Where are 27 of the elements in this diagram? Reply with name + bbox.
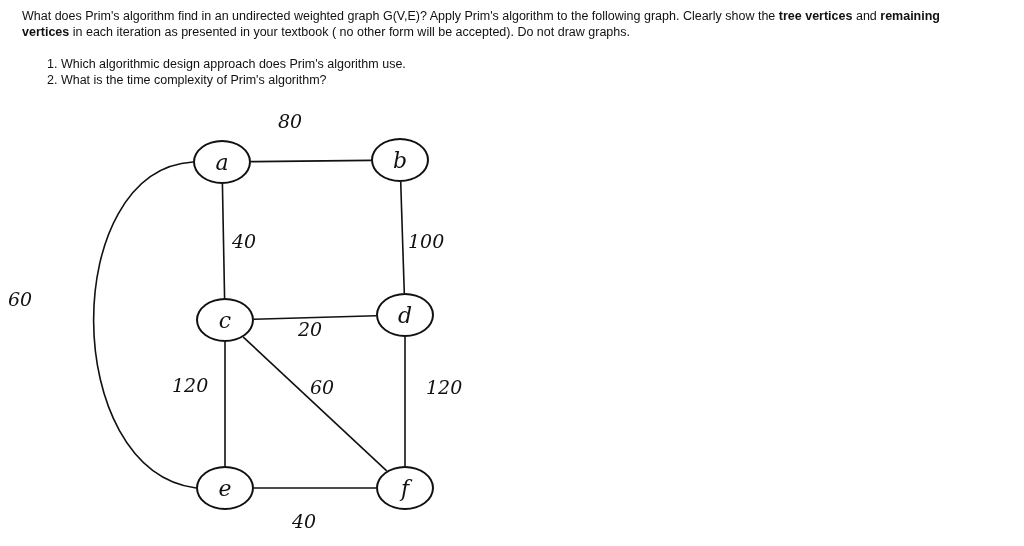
graph-edge xyxy=(92,161,197,489)
graph-edge xyxy=(404,336,406,467)
edge-weight: 100 xyxy=(408,230,445,252)
graph-edge xyxy=(399,181,406,294)
edge-weight: 120 xyxy=(172,374,209,396)
vertex-circle: f xyxy=(376,466,434,510)
graph-edge xyxy=(253,315,377,320)
vertex-circle: c xyxy=(196,298,254,342)
vertex-circle: a xyxy=(193,140,251,184)
edge-weight: 120 xyxy=(426,376,463,398)
graph-edge xyxy=(250,159,372,163)
question-item: 2. What is the time complexity of Prim's algorithm? xyxy=(47,72,327,88)
edge-weight: 20 xyxy=(298,318,323,340)
question-item: 1. Which algorithmic design approach does Prim's algorithm use. xyxy=(47,56,406,72)
graph-edge xyxy=(253,487,377,489)
graph-edge xyxy=(221,183,226,299)
vertex-circle: e xyxy=(196,466,254,510)
edge-weight: 60 xyxy=(310,376,335,398)
edge-weight: 80 xyxy=(278,110,303,132)
vertex-circle: d xyxy=(376,293,434,337)
edge-weight: 40 xyxy=(232,230,257,252)
question-text: What does Prim's algorithm find in an undirected weighted graph G(V,E)? Apply Prim's algorithm to the following graph. Clearly show the tree vertices and remaining vertices in each iteration as presented in your textbook ( no other form will be accepted). Do not draw graphs. xyxy=(22,8,941,40)
edge-weight: 40 xyxy=(292,510,317,532)
edge-weight: 60 xyxy=(8,288,33,310)
graph-edge xyxy=(224,341,226,467)
graph-edge xyxy=(242,336,388,472)
vertex-circle: b xyxy=(371,138,429,182)
